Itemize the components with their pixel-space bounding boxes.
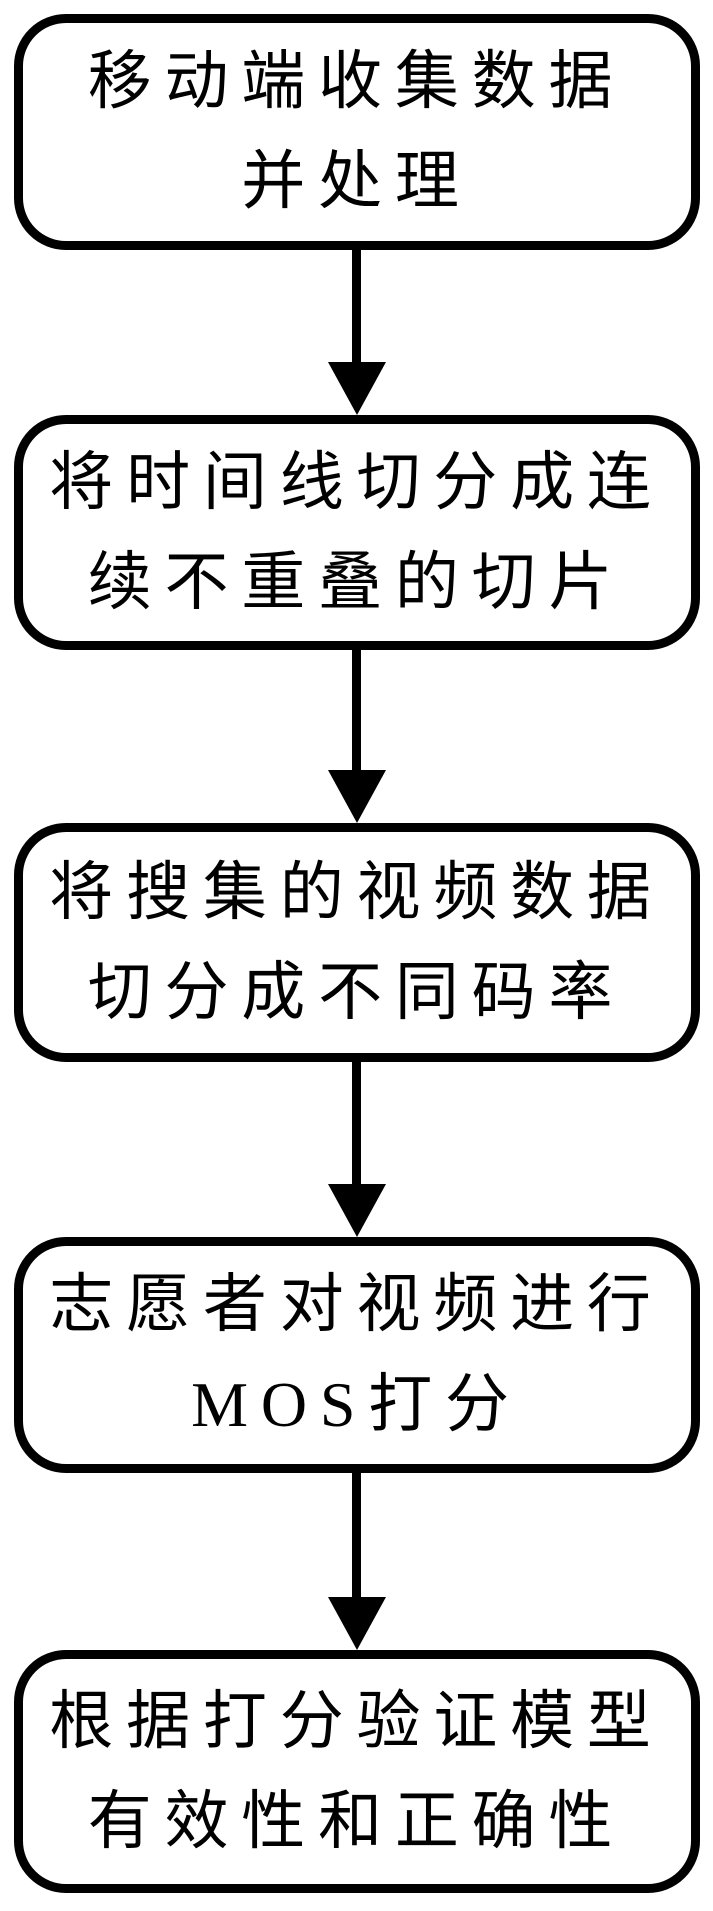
- flow-step-4: 志愿者对视频进行 MOS打分: [13, 1237, 700, 1473]
- flow-step-4-line-1: 志愿者对视频进行: [49, 1269, 664, 1340]
- flow-step-3-line-2: 切分成不同码率: [87, 956, 626, 1028]
- flow-step-2-line-1: 将时间线切分成连: [49, 446, 664, 518]
- down-arrow-4-stem: [352, 1473, 361, 1597]
- down-arrow-3-head-icon: [327, 1184, 386, 1237]
- down-arrow-3-stem: [352, 1062, 361, 1184]
- flow-step-1-line-2: 并处理: [241, 146, 472, 217]
- down-arrow-2: [327, 650, 386, 823]
- flow-step-5-line-1: 根据打分验证模型: [49, 1685, 664, 1757]
- flow-step-5-line-2: 有效性和正确性: [87, 1785, 626, 1857]
- flow-step-1-line-1: 移动端收集数据: [87, 46, 626, 117]
- down-arrow-4: [327, 1473, 386, 1650]
- down-arrow-1: [327, 250, 386, 415]
- flow-step-3-line-1: 将搜集的视频数据: [49, 856, 664, 928]
- down-arrow-2-head-icon: [327, 770, 386, 823]
- down-arrow-4-head-icon: [327, 1597, 386, 1650]
- down-arrow-1-head-icon: [327, 362, 386, 415]
- flow-step-3: 将搜集的视频数据 切分成不同码率: [13, 823, 700, 1062]
- flow-step-2: 将时间线切分成连 续不重叠的切片: [13, 415, 700, 650]
- flow-step-4-line-2: MOS打分: [191, 1369, 522, 1440]
- down-arrow-1-stem: [352, 250, 361, 362]
- flow-step-2-line-2: 续不重叠的切片: [87, 546, 626, 618]
- down-arrow-2-stem: [352, 650, 361, 770]
- flow-step-1: 移动端收集数据 并处理: [13, 14, 700, 250]
- down-arrow-3: [327, 1062, 386, 1237]
- flow-step-5: 根据打分验证模型 有效性和正确性: [13, 1650, 700, 1893]
